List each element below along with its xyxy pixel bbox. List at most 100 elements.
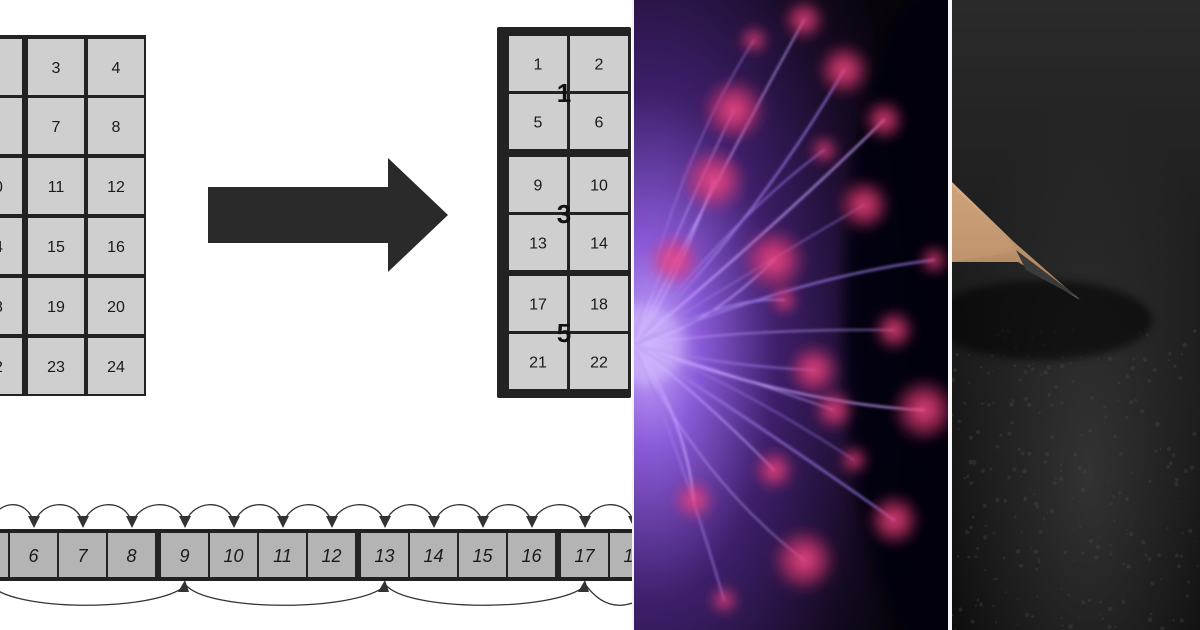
block-label: 1 xyxy=(557,78,571,108)
grid-cell: 2 xyxy=(0,39,22,95)
plasma-svg xyxy=(634,0,948,630)
pencil-svg xyxy=(952,0,1200,630)
cell-label: 21 xyxy=(529,355,547,372)
strip-cell: 10 xyxy=(210,533,257,577)
grid-cell: 7 xyxy=(28,98,84,154)
plasma-ball-photo xyxy=(634,0,948,630)
cell-label: 22 xyxy=(590,355,608,372)
cell-label: 5 xyxy=(534,115,543,132)
cell-label: 1 xyxy=(534,57,543,74)
block: 17 18 21 22 5 xyxy=(506,274,628,389)
strip-cell: 12 xyxy=(308,533,355,577)
strip-cell: 18 xyxy=(610,533,632,577)
next-arrow xyxy=(433,504,484,527)
grid-cell: 20 xyxy=(88,278,144,334)
next-arrow xyxy=(282,504,333,527)
next-arrow xyxy=(531,504,586,527)
cell-label: 11 xyxy=(273,546,292,566)
cell-label: 18 xyxy=(590,297,608,314)
next-arrow xyxy=(584,504,632,527)
strip-cell: 8 xyxy=(108,533,155,577)
cell-label: 3 xyxy=(52,60,61,77)
pencil-lead xyxy=(1016,250,1082,300)
strip-cell: 13 xyxy=(361,533,408,577)
cell-label: 13 xyxy=(374,546,394,566)
cell-label: 20 xyxy=(107,299,125,316)
cell-label: 7 xyxy=(52,119,61,136)
grid-cell: 11 xyxy=(28,158,84,214)
next-arrow xyxy=(0,504,35,525)
grid-cell: 4 xyxy=(88,39,144,95)
strip-cell: 7 xyxy=(59,533,106,577)
cell-label: 15 xyxy=(472,546,493,566)
grid-cell: 16 xyxy=(88,218,144,274)
jump-arrow xyxy=(384,583,586,606)
diagram-svg: 234678101112141516181920222324 125619101… xyxy=(0,27,632,606)
cell-label: 8 xyxy=(126,546,136,566)
grid-cell: 6 xyxy=(570,94,628,149)
cell-label: 18 xyxy=(0,299,3,316)
diagram-panel: 234678101112141516181920222324 125619101… xyxy=(0,27,632,606)
next-arrow xyxy=(331,504,386,527)
cell-label: 2 xyxy=(595,57,604,74)
block-label: 5 xyxy=(557,318,571,348)
jump-arrow xyxy=(184,583,386,606)
cell-label: 23 xyxy=(47,359,65,376)
cell-label: 8 xyxy=(112,119,121,136)
strip-cell: 16 xyxy=(508,533,555,577)
next-arrow xyxy=(33,504,84,527)
jump-arrow xyxy=(0,585,186,606)
cell-label: 10 xyxy=(223,546,243,566)
strip-cell: 9 xyxy=(161,533,208,577)
linear-strip: 6789101112131415161718 xyxy=(0,504,632,606)
cell-label: 16 xyxy=(107,239,125,256)
grid-cell: 3 xyxy=(28,39,84,95)
grid-cell: 17 xyxy=(509,276,567,331)
grid-cell: 15 xyxy=(28,218,84,274)
right-arrow-icon xyxy=(208,158,448,272)
cell-label: 6 xyxy=(595,115,604,132)
grid-cell: 1 xyxy=(509,36,567,91)
cell-label: 9 xyxy=(534,178,543,195)
grid-cell: 10 xyxy=(0,158,22,214)
grid-cell: 13 xyxy=(509,215,567,270)
cell-label: 17 xyxy=(574,546,595,566)
cell-label: 18 xyxy=(623,546,632,566)
divider xyxy=(948,0,952,630)
cell-label: 7 xyxy=(77,546,88,566)
cell-label: 16 xyxy=(521,546,542,566)
cell-label: 19 xyxy=(47,299,65,316)
grid-cell: 22 xyxy=(570,334,628,389)
cell-label: 11 xyxy=(48,179,65,196)
cell-label: 13 xyxy=(529,236,547,253)
grid-cell: 14 xyxy=(0,218,22,274)
grid-cell: 14 xyxy=(570,215,628,270)
next-arrow xyxy=(482,504,533,527)
strip-cell: 6 xyxy=(10,533,57,577)
jump-arrow xyxy=(584,583,632,606)
cell-label: 12 xyxy=(107,179,125,196)
grid-cell: 6 xyxy=(0,98,22,154)
left-grid-frame xyxy=(0,35,146,396)
grid-cell: 18 xyxy=(0,278,22,334)
block-label: 3 xyxy=(557,199,571,229)
cell-label: 10 xyxy=(0,179,3,196)
next-arrow xyxy=(184,504,235,527)
block: 1 2 5 6 1 xyxy=(506,34,628,149)
cell-label: 17 xyxy=(529,297,547,314)
grid-cell: 18 xyxy=(570,276,628,331)
strip-cell: 15 xyxy=(459,533,506,577)
strip-cell: 11 xyxy=(259,533,306,577)
next-arrow xyxy=(131,504,186,527)
grid-cell: 22 xyxy=(0,338,22,394)
cell-label: 9 xyxy=(179,546,189,566)
cell-label: 12 xyxy=(321,546,341,566)
grid-cell: 19 xyxy=(28,278,84,334)
cell-label: 14 xyxy=(0,239,3,256)
cell-label: 4 xyxy=(112,60,121,77)
cell-label: 24 xyxy=(107,359,125,376)
next-arrow xyxy=(233,504,284,527)
